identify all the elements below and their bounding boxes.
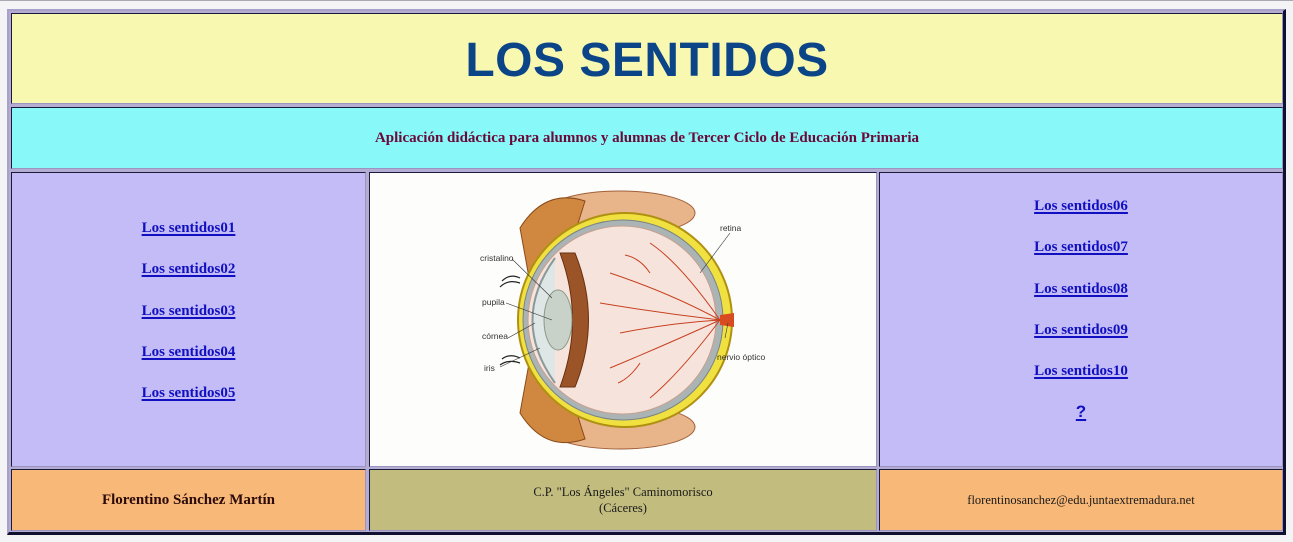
author-name: Florentino Sánchez Martín xyxy=(101,491,276,508)
school-info: C.P. "Los Ángeles" Caminomorisco (Cácere… xyxy=(533,484,712,516)
nav-link-sentidos04[interactable]: Los sentidos04 xyxy=(141,343,236,360)
footer-school-cell: C.P. "Los Ángeles" Caminomorisco (Cácere… xyxy=(369,469,877,531)
right-nav: Los sentidos06 Los sentidos07 Los sentid… xyxy=(879,172,1283,467)
top-divider xyxy=(0,0,1293,1)
label-pupila: pupila xyxy=(482,297,505,307)
nav-link-sentidos06[interactable]: Los sentidos06 xyxy=(1034,198,1128,214)
nav-link-sentidos03[interactable]: Los sentidos03 xyxy=(141,302,236,319)
nav-link-sentidos10[interactable]: Los sentidos10 xyxy=(1034,363,1128,380)
school-name: C.P. "Los Ángeles" Caminomorisco xyxy=(533,485,713,499)
footer-author-cell: Florentino Sánchez Martín xyxy=(11,469,366,531)
nav-link-sentidos08[interactable]: Los sentidos08 xyxy=(1034,280,1128,297)
label-iris: iris xyxy=(484,363,495,373)
help-link[interactable]: ? xyxy=(1075,402,1087,422)
author-email: florentinosanchez@edu.juntaextremadura.n… xyxy=(967,492,1195,507)
nav-link-sentidos05[interactable]: Los sentidos05 xyxy=(141,385,236,402)
page-title: LOS SENTIDOS xyxy=(465,34,829,87)
label-nervio-optico: nervio óptico xyxy=(717,352,765,362)
label-retina: retina xyxy=(720,223,742,233)
page-subtitle: Aplicación didáctica para alumnos y alum… xyxy=(374,129,920,146)
page-table: LOS SENTIDOS Aplicación didáctica para a… xyxy=(7,9,1286,535)
footer-email-cell: florentinosanchez@edu.juntaextremadura.n… xyxy=(879,469,1283,531)
nav-link-sentidos09[interactable]: Los sentidos09 xyxy=(1034,321,1128,338)
school-location: (Cáceres) xyxy=(599,501,647,515)
left-nav: Los sentidos01 Los sentidos02 Los sentid… xyxy=(11,172,366,467)
nav-link-sentidos01[interactable]: Los sentidos01 xyxy=(141,220,236,236)
nav-link-sentidos07[interactable]: Los sentidos07 xyxy=(1034,239,1128,256)
title-banner: LOS SENTIDOS xyxy=(11,13,1283,104)
eye-diagram-image: cristalino pupila córnea iris retina ner… xyxy=(480,190,765,450)
label-cristalino: cristalino xyxy=(480,253,514,263)
nav-link-sentidos02[interactable]: Los sentidos02 xyxy=(141,261,236,278)
eye-illustration-cell: cristalino pupila córnea iris retina ner… xyxy=(369,172,877,467)
label-cornea: córnea xyxy=(482,331,508,341)
subtitle-banner: Aplicación didáctica para alumnos y alum… xyxy=(11,107,1283,169)
